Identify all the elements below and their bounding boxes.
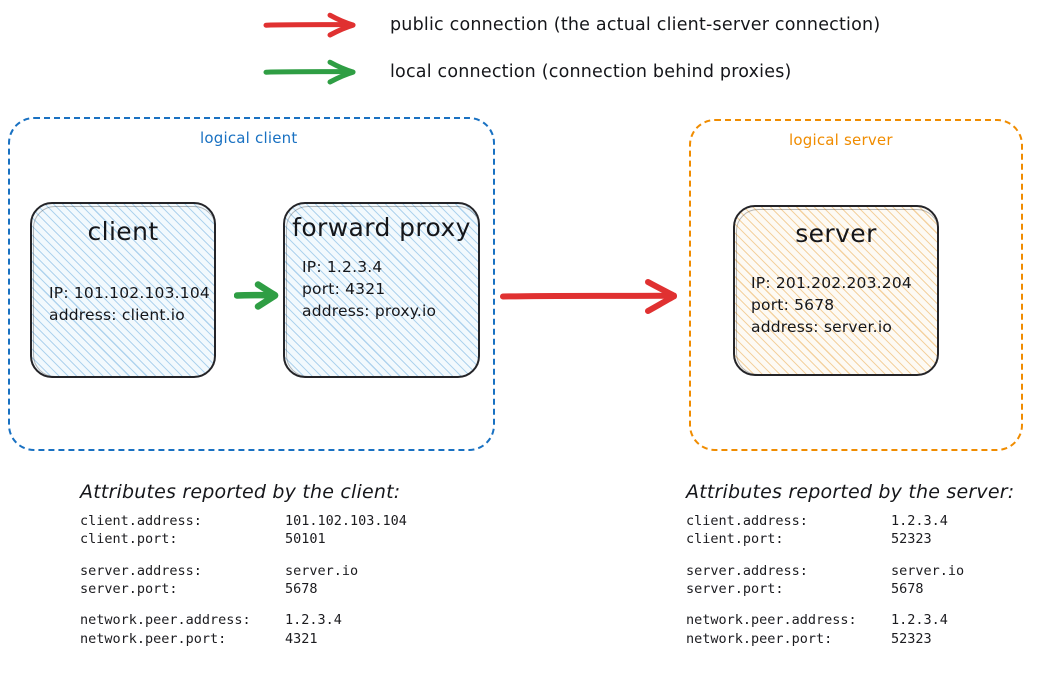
attribute-row: client.address: 101.102.103.104: [80, 512, 500, 530]
attribute-value: 52323: [891, 630, 932, 647]
node-forward-proxy[interactable]: forward proxy IP: 1.2.3.4 port: 4321 add…: [283, 202, 480, 378]
attribute-row: network.peer.address: 1.2.3.4: [686, 611, 1039, 629]
attribute-row: client.port: 52323: [686, 530, 1039, 548]
attribute-value: 50101: [285, 531, 326, 548]
attribute-group: client.address: 101.102.103.104 client.p…: [80, 512, 500, 549]
logical-client-container: [8, 117, 495, 451]
attribute-value: 101.102.103.104: [285, 513, 407, 529]
attribute-key: client.address:: [80, 513, 202, 529]
attribute-value: server.io: [891, 562, 965, 579]
attribute-key: network.peer.address:: [686, 612, 857, 629]
attribute-key: network.peer.port:: [80, 630, 227, 647]
attribute-key: client.port:: [686, 531, 784, 548]
attribute-key: server.port:: [80, 581, 178, 598]
client-attributes-list: client.address: 101.102.103.104 client.p…: [80, 512, 500, 648]
attribute-row: network.peer.address: 1.2.3.4: [80, 611, 500, 629]
node-client-title: client: [87, 217, 159, 246]
attribute-value: 5678: [891, 581, 924, 598]
red-arrow-icon: [263, 12, 356, 38]
node-server[interactable]: server IP: 201.202.203.204 port: 5678 ad…: [733, 205, 939, 376]
attribute-key: client.port:: [80, 531, 178, 548]
attribute-value: 1.2.3.4: [891, 612, 948, 629]
attribute-row: client.port: 50101: [80, 530, 500, 548]
attribute-key: network.peer.port:: [686, 630, 833, 647]
client-attributes-block: Attributes reported by the client: clien…: [80, 481, 500, 661]
attribute-value: 4321: [285, 630, 318, 647]
node-forward-proxy-details: IP: 1.2.3.4 port: 4321 address: proxy.io: [302, 258, 437, 320]
node-server-details: IP: 201.202.203.204 port: 5678 address: …: [751, 274, 912, 336]
attribute-value: 52323: [891, 531, 932, 548]
logical-client-label: logical client: [200, 129, 298, 147]
attribute-value: server.io: [285, 562, 359, 579]
attribute-key: server.address:: [686, 562, 808, 579]
server-attributes-block: Attributes reported by the server: clien…: [686, 481, 1039, 661]
logical-server-label: logical server: [789, 131, 893, 149]
attribute-key: network.peer.address:: [80, 612, 251, 629]
node-client-details: IP: 101.102.103.104 address: client.io: [49, 284, 210, 324]
legend-label-local: local connection (connection behind prox…: [390, 62, 792, 82]
attribute-row: network.peer.port: 52323: [686, 630, 1039, 648]
green-arrow-client-to-proxy-icon: [234, 281, 279, 310]
attribute-group: client.address: 1.2.3.4 client.port: 523…: [686, 512, 1039, 549]
attribute-key: server.port:: [686, 581, 784, 598]
server-attributes-list: client.address: 1.2.3.4 client.port: 523…: [686, 512, 1039, 648]
attribute-row: client.address: 1.2.3.4: [686, 512, 1039, 530]
logical-server-container: [689, 119, 1023, 451]
attribute-row: server.port: 5678: [80, 580, 500, 598]
attribute-row: network.peer.port: 4321: [80, 630, 500, 648]
red-arrow-client-to-server-icon: [500, 279, 677, 314]
attribute-row: server.address: server.io: [686, 562, 1039, 580]
client-attributes-title: Attributes reported by the client:: [80, 481, 401, 503]
attribute-group: network.peer.address: 1.2.3.4 network.pe…: [80, 611, 500, 648]
green-arrow-icon: [263, 59, 356, 85]
node-forward-proxy-title: forward proxy: [292, 213, 471, 242]
attribute-group: network.peer.address: 1.2.3.4 network.pe…: [686, 611, 1039, 648]
attribute-key: server.address:: [80, 562, 202, 579]
attribute-group: server.address: server.io server.port: 5…: [686, 562, 1039, 599]
legend-label-public: public connection (the actual client-ser…: [390, 15, 881, 35]
node-server-title: server: [795, 219, 877, 248]
attribute-key: client.address:: [686, 513, 808, 529]
attribute-value: 5678: [285, 581, 318, 598]
attribute-row: server.address: server.io: [80, 562, 500, 580]
legend-item-public: public connection (the actual client-ser…: [263, 12, 881, 38]
attribute-row: server.port: 5678: [686, 580, 1039, 598]
attribute-value: 1.2.3.4: [285, 612, 342, 629]
server-attributes-title: Attributes reported by the server:: [686, 481, 1015, 503]
legend-item-local: local connection (connection behind prox…: [263, 59, 792, 85]
attribute-value: 1.2.3.4: [891, 513, 948, 529]
attribute-group: server.address: server.io server.port: 5…: [80, 562, 500, 599]
node-client[interactable]: client IP: 101.102.103.104 address: clie…: [30, 202, 216, 378]
